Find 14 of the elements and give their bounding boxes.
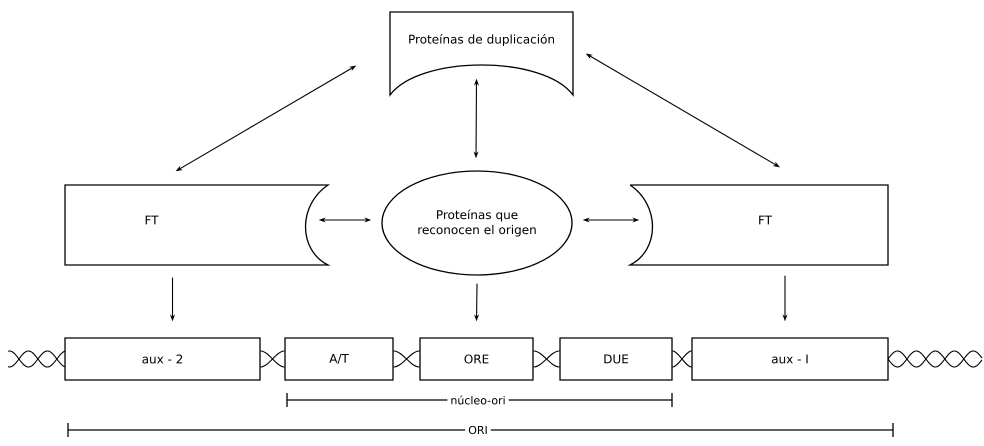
factor-box: FT bbox=[64, 184, 329, 266]
dna-strand bbox=[260, 350, 285, 368]
dna-segment-box: aux - I bbox=[691, 337, 889, 381]
dna-segment-box: aux - 2 bbox=[64, 337, 261, 381]
dimension-label: ORI bbox=[465, 422, 491, 438]
dna-strand bbox=[672, 350, 692, 368]
dimension-label: núcleo-ori bbox=[447, 392, 509, 408]
dna-segment-box: A/T bbox=[284, 337, 394, 381]
dna-segment-box: ORE bbox=[419, 337, 534, 381]
protein-box: Proteínas de duplicación bbox=[389, 11, 574, 96]
factor-box: FT bbox=[629, 184, 889, 266]
dna-strand bbox=[393, 350, 420, 368]
dna-segment-box: DUE bbox=[559, 337, 673, 381]
dna-strand bbox=[533, 350, 560, 368]
